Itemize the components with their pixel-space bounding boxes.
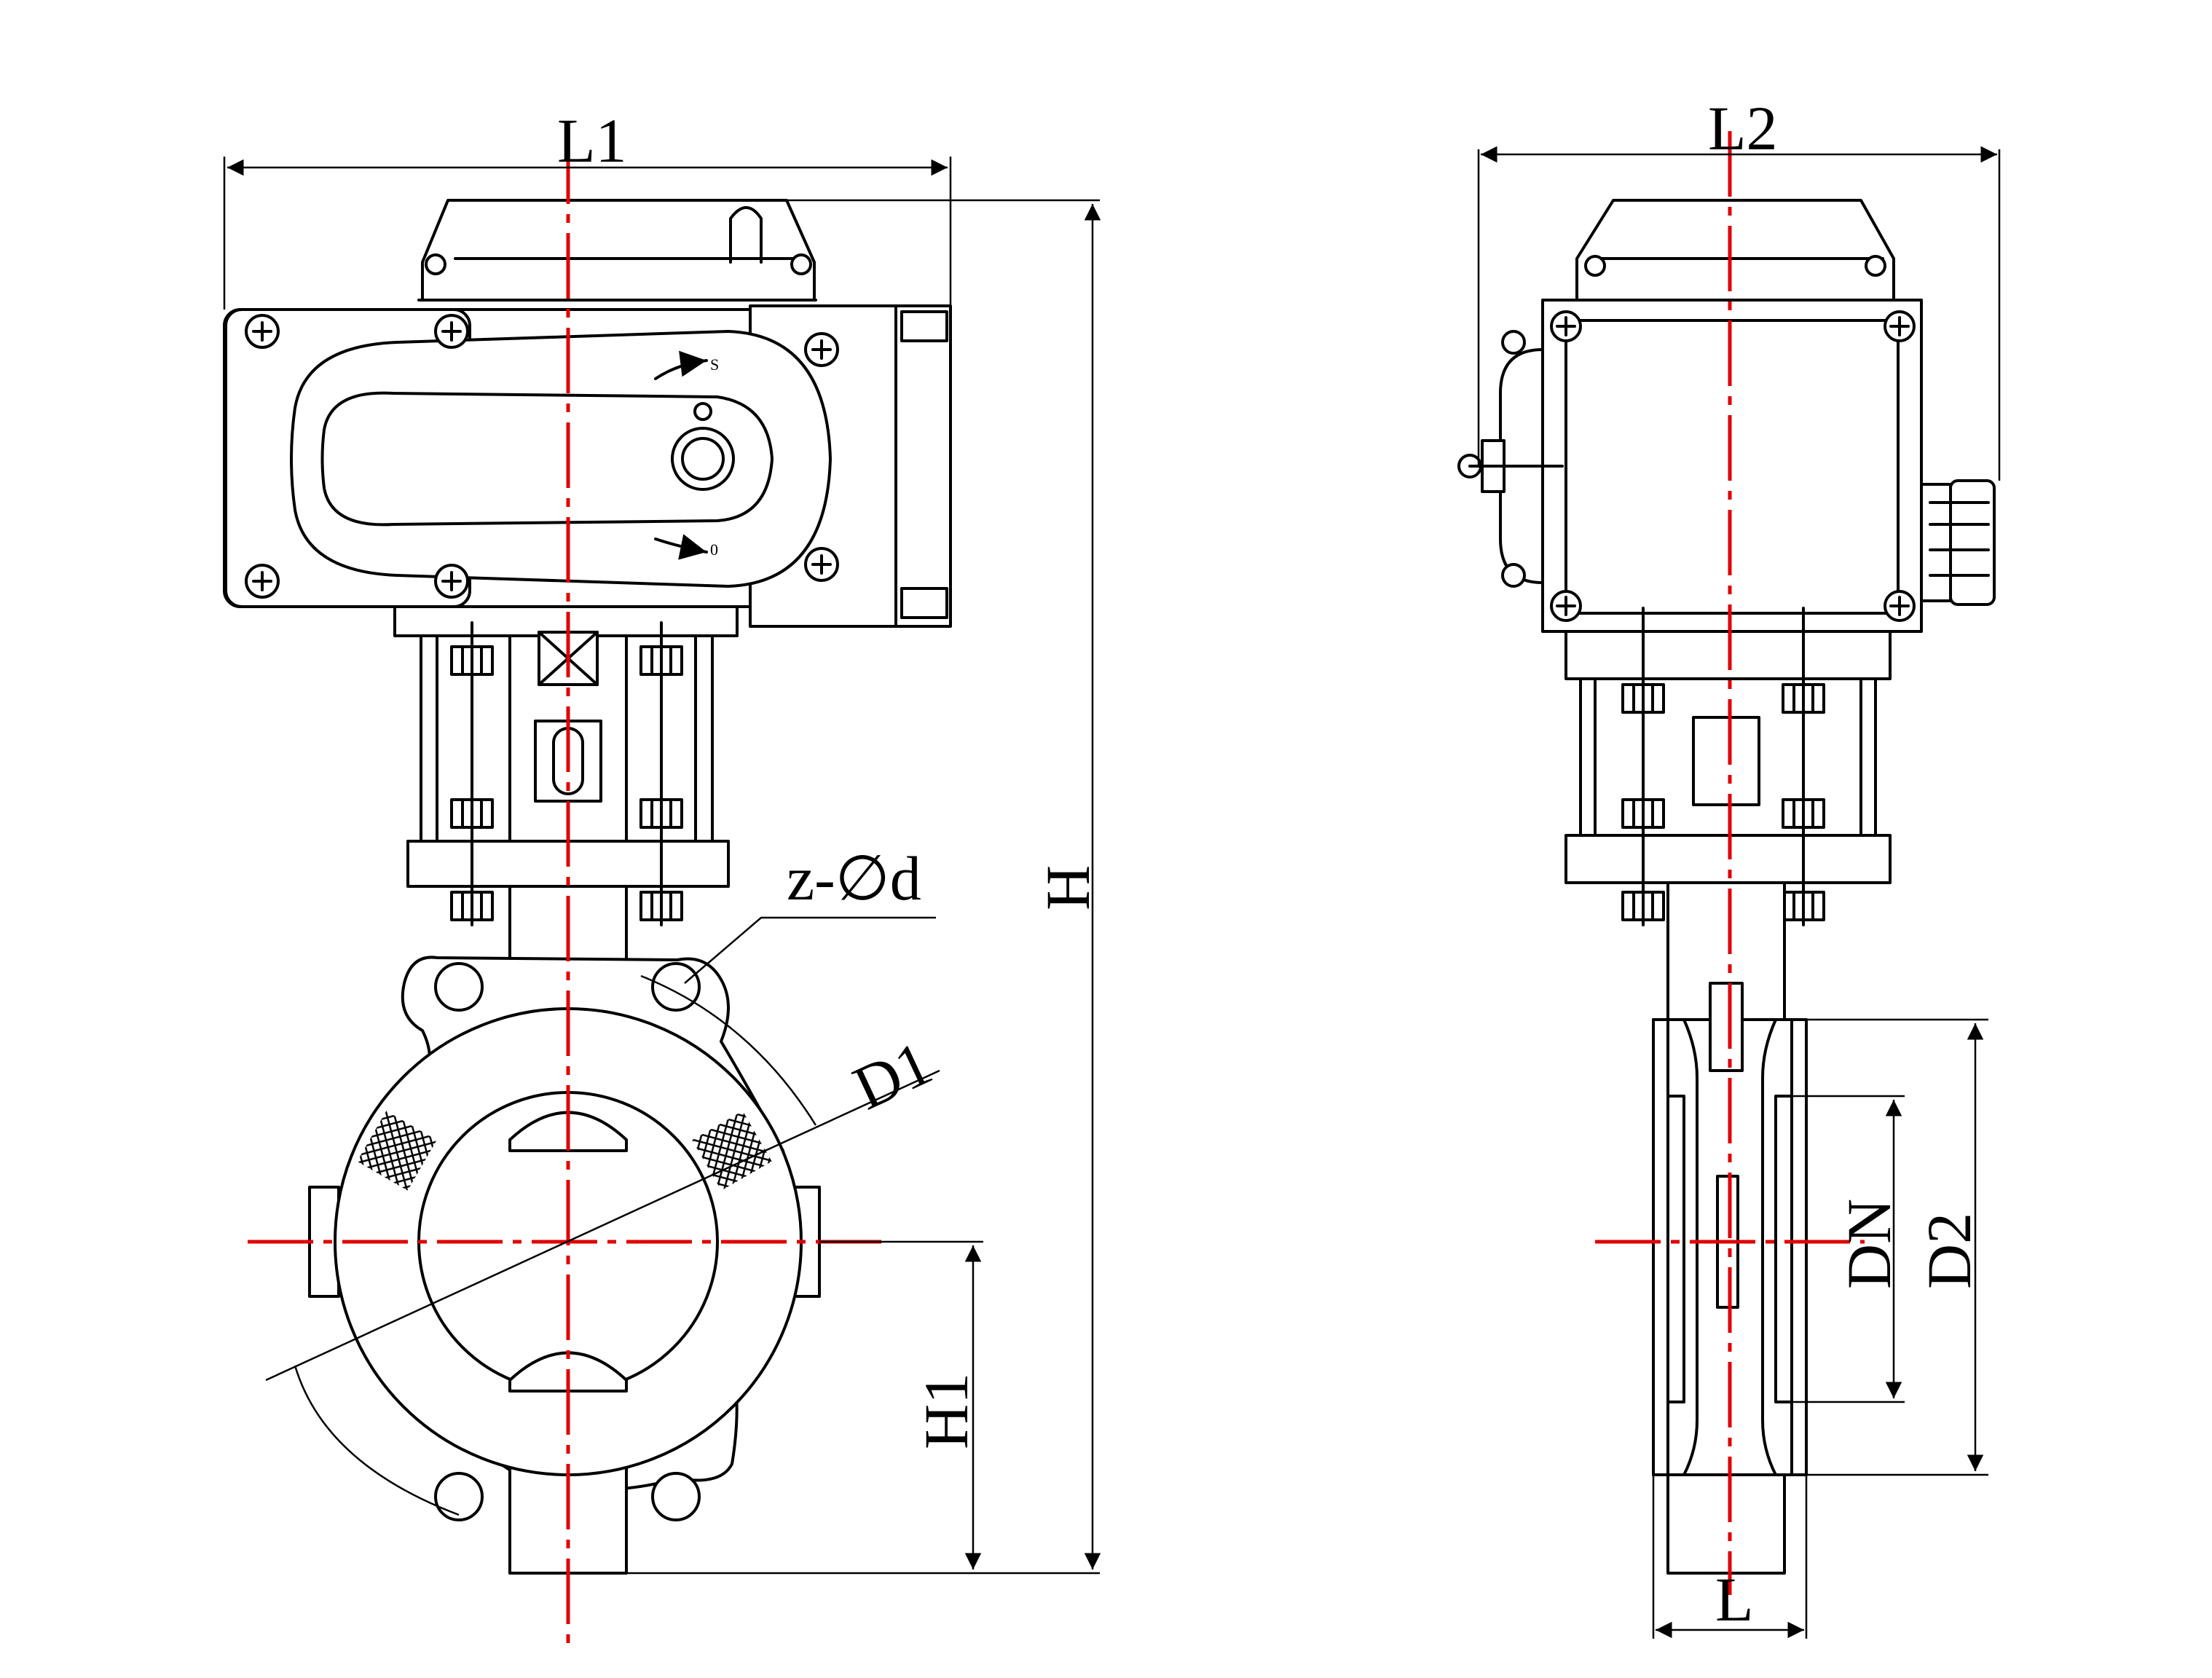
hatch-area (692, 1111, 772, 1191)
close-mark: 0 (710, 540, 718, 559)
dimension-H: H (1033, 865, 1103, 910)
side-dimensions (1477, 146, 2001, 1639)
bolt-hole (651, 1472, 701, 1521)
bolt-hole (434, 962, 484, 1012)
valve-body-front (308, 885, 821, 1575)
side-view: L2 DN D2 L (1457, 93, 2001, 1639)
bolt-hole (434, 1472, 484, 1521)
side-centerlines (1595, 131, 1865, 1595)
front-view: S 0 (223, 106, 1103, 1653)
actuator-housing: S 0 (223, 304, 952, 628)
cover-screws (245, 314, 839, 599)
dimension-L: L (1715, 1564, 1754, 1634)
dimension-D2: D2 (1914, 1213, 1984, 1289)
dimension-L2: L2 (1708, 93, 1778, 163)
hatch-area (357, 1111, 437, 1191)
dimension-L1: L1 (557, 106, 627, 176)
actuator-top-cover (417, 199, 817, 302)
bracket-bolts (450, 621, 683, 926)
side-actuator-cover (1575, 199, 1895, 302)
cable-gland (1920, 479, 1996, 606)
dimension-H1: H1 (911, 1373, 981, 1449)
open-mark: S (710, 355, 719, 374)
front-dimensions (223, 157, 1101, 1575)
mounting-bracket (393, 605, 739, 926)
dimension-DN: DN (1834, 1199, 1904, 1289)
front-centerlines (248, 138, 881, 1653)
position-indicator-window (290, 330, 832, 588)
side-actuator-housing (1457, 299, 1996, 633)
bolt-hole-label: z-∅d (787, 843, 921, 913)
bolt-hole (651, 962, 701, 1012)
